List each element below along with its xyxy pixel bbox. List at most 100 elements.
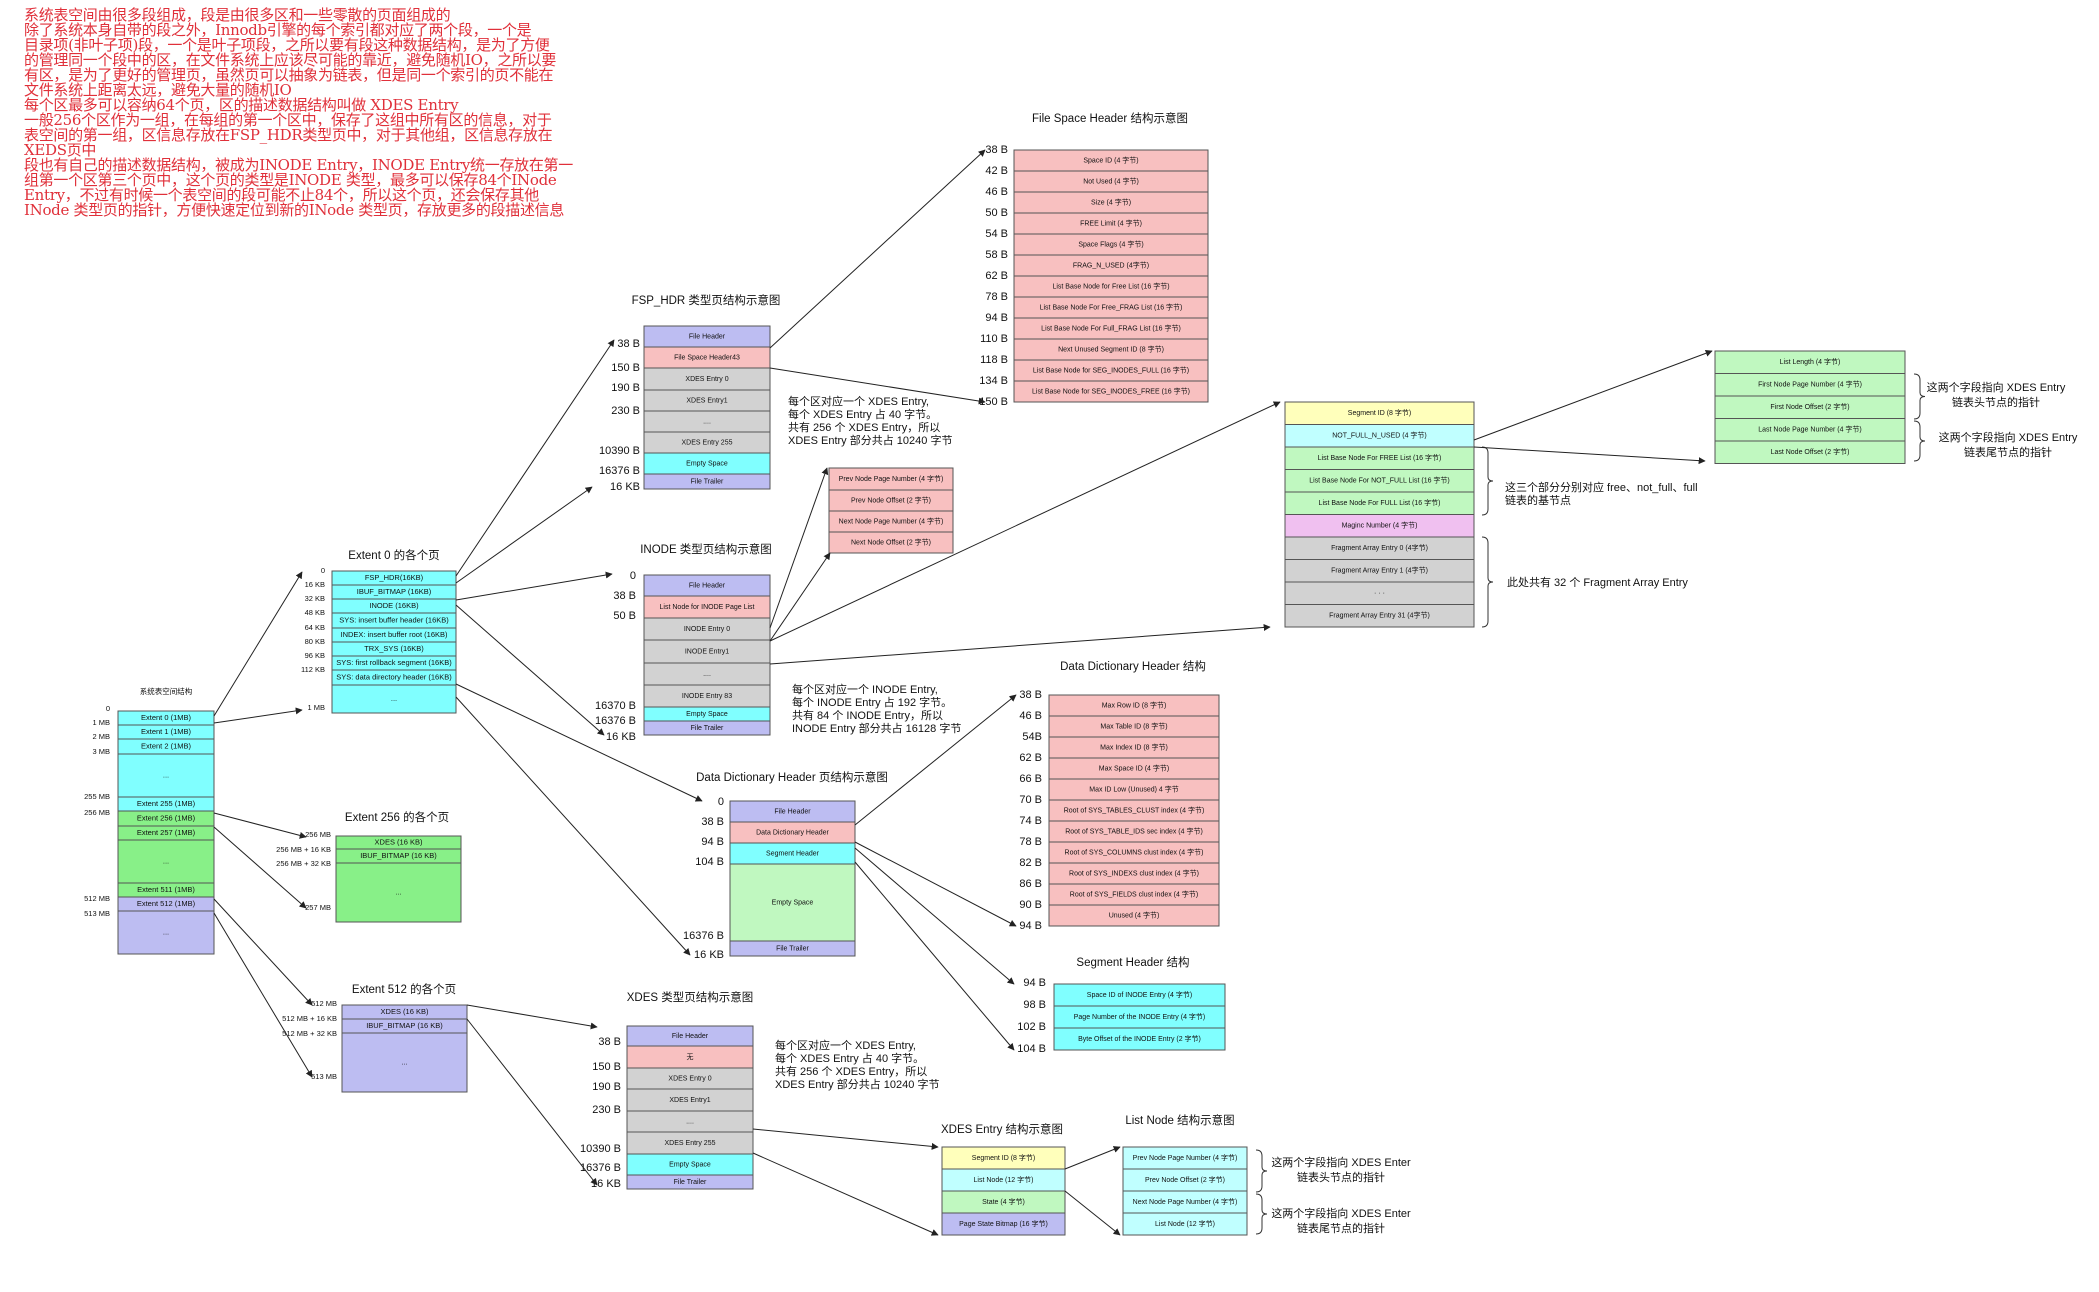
- fsh-row-label: List Base Node For Full_FRAG List (16 字节…: [1041, 323, 1181, 332]
- fsh-offset: 50 B: [985, 207, 1008, 219]
- base-node-brace-tail: [1913, 420, 1926, 462]
- ddh-page-title: Data Dictionary Header 页结构示意图: [696, 770, 888, 784]
- arrow-extent512-xdes-page-end: [466, 1018, 598, 1186]
- fsh-offset: 78 B: [985, 291, 1008, 303]
- xdes-page-note: 每个区对应一个 XDES Entry,: [775, 1038, 916, 1052]
- extent256-row: [335, 862, 462, 923]
- extent256-offset: 256 MB + 32 KB: [276, 859, 331, 868]
- base-node-box: List Length (4 字节)First Node Page Number…: [1714, 350, 1906, 464]
- ddh-page-offset: 0: [718, 796, 724, 808]
- listnode-top-row-label: Prev Node Offset (2 字节): [851, 495, 931, 504]
- fsh-row: [1013, 380, 1209, 403]
- ddh-page-offset: 16376 B: [683, 930, 724, 942]
- xdes-page-row-label: XDES Entry 255: [665, 1140, 716, 1147]
- fsh-row-label: Size (4 字节): [1091, 197, 1131, 206]
- fsh-row-label: Not Used (4 字节): [1083, 176, 1139, 185]
- system-row-label: Extent 511 (1MB): [137, 885, 195, 894]
- inode-row: [643, 720, 771, 736]
- fsh-offset: 54 B: [985, 228, 1008, 240]
- ddh-offset: 74 B: [1019, 815, 1042, 827]
- listnode-top-box: Prev Node Page Number (4 字节)Prev Node Of…: [828, 467, 954, 554]
- system-row-label: Extent 257 (1MB): [137, 828, 196, 837]
- note-line: 文件系统上距离太远，避免大量的随机IO: [24, 81, 292, 99]
- extent0-row-label: SYS: data directory header (16KB): [336, 672, 452, 681]
- extent0-row-label: INODE (16KB): [369, 601, 419, 610]
- ddh-page-offset: 104 B: [695, 856, 724, 868]
- ddh-row-label: Root of SYS_TABLES_CLUST index (4 字节): [1064, 805, 1205, 814]
- extent256-row-label: IBUF_BITMAP (16 KB): [360, 851, 437, 860]
- base-node-row-label: First Node Page Number (4 字节): [1758, 380, 1862, 389]
- base-node-row-label: Last Node Offset (2 字节): [1771, 447, 1850, 456]
- inode-note: 共有 84 个 INODE Entry，所以: [792, 708, 943, 722]
- arrow-system-extent0-end: [213, 707, 303, 724]
- arrow-xdes-entry-listnode-end: [1064, 1190, 1121, 1236]
- fsh-box: Space ID (4 字节)Not Used (4 字节)Size (4 字节…: [1013, 149, 1209, 403]
- xdes-entry-row: [941, 1212, 1066, 1236]
- extent0-offset: 32 KB: [305, 594, 325, 603]
- listnode-brace-head: [1255, 1149, 1268, 1193]
- ddh-row-label: Max Index ID (8 字节): [1100, 742, 1168, 751]
- system-row-label: Extent 1 (1MB): [141, 727, 192, 736]
- inode-row-label: List Node for INODE Page List: [660, 604, 755, 611]
- extent256-title: Extent 256 的各个页: [345, 810, 449, 824]
- arrow-system-extent0: [213, 571, 303, 717]
- xdes-entry-box: Segment ID (8 字节) List Node (12 字节) State …: [941, 1146, 1066, 1236]
- extent0-row-label: IBUF_BITMAP (16KB): [357, 587, 432, 596]
- extent0-row-label: SYS: first rollback segment (16KB): [336, 658, 452, 667]
- fsh-row-label: FRAG_N_USED (4字节): [1073, 260, 1149, 269]
- arrow-ddh-page-ddh-end: [854, 841, 1017, 927]
- inode-entry-row-label: List Base Node For NOT_FULL List (16 字节): [1309, 476, 1450, 485]
- xdes-entry-row-label: State (4 字节): [982, 1197, 1025, 1206]
- xdes-page-row-label: XDES Entry1: [669, 1097, 710, 1104]
- fsh-offset: 58 B: [985, 249, 1008, 261]
- inode-entry-brace-frag: [1481, 536, 1494, 628]
- inode-offset: 0: [630, 570, 636, 582]
- seg-header-offset: 98 B: [1023, 999, 1046, 1011]
- arrow-system-extent256-end: [213, 826, 307, 909]
- xdes-entry-row-label: Page State Bitmap (16 字节): [959, 1219, 1048, 1228]
- fsp-hdr-note: 每个 XDES Entry 占 40 字节。: [788, 407, 937, 421]
- listnode-top-row: [828, 531, 954, 554]
- ddh-offset: 38 B: [1019, 689, 1042, 701]
- inode-row-label: INODE Entry 0: [684, 626, 730, 633]
- extent0-offset: 0: [321, 566, 325, 575]
- ddh-title: Data Dictionary Header 结构: [1060, 659, 1206, 673]
- note-line: 每个区最多可以容纳64个页，区的描述数据结构叫做 XDES Entry: [24, 96, 459, 114]
- listnode-box: Prev Node Page Number (4 字节)Prev Node Of…: [1122, 1146, 1248, 1236]
- extent0-offset: 64 KB: [305, 623, 325, 632]
- xdes-page-offset: 16376 B: [580, 1162, 621, 1174]
- note-line: 目录项(非叶子项)段，一个是叶子项段，之所以要有段这种数据结构，是为了方便: [24, 36, 550, 54]
- ddh-row-label: Max Row ID (8 字节): [1102, 700, 1167, 709]
- fsp-hdr-note: 每个区对应一个 XDES Entry,: [788, 394, 929, 408]
- system-row-label: Extent 256 (1MB): [137, 813, 196, 822]
- base-node-row: [1714, 440, 1906, 464]
- base-node-brace-head: [1913, 373, 1926, 420]
- ddh-row-label: Root of SYS_INDEXS clust index (4 字节): [1069, 868, 1199, 877]
- fsh-offset: 38 B: [985, 144, 1008, 156]
- xdes-entry-row-label: List Node (12 字节): [974, 1175, 1034, 1184]
- ddh-row-label: Max ID Low (Unused) 4 字节: [1089, 784, 1178, 793]
- xdes-entry-row-label: Segment ID (8 字节): [972, 1153, 1035, 1162]
- seg-header-row-label: Page Number of the INODE Entry (4 字节): [1074, 1012, 1206, 1021]
- listnode-row: [1122, 1212, 1248, 1236]
- ddh-page-offset: 38 B: [701, 816, 724, 828]
- listnode-row-label: Next Node Page Number (4 字节): [1133, 1197, 1238, 1206]
- fsp-hdr-note: XDES Entry 部分共占 10240 字节: [788, 433, 952, 447]
- arrow-inode-inode-entry: [769, 401, 1281, 642]
- inode-entry-row-label: Segment ID (8 字节): [1348, 408, 1411, 417]
- listnode-top-row-label: Next Node Offset (2 字节): [851, 537, 931, 546]
- xdes-page-offset: 150 B: [592, 1061, 621, 1073]
- extent0-offset: 112 KB: [301, 665, 325, 674]
- xdes-page-title: XDES 类型页结构示意图: [627, 990, 754, 1004]
- inode-entry-row-label: · · ·: [1374, 590, 1385, 597]
- xdes-page-note: XDES Entry 部分共占 10240 字节: [775, 1077, 939, 1091]
- fsp-hdr-row-label: Empty Space: [686, 460, 728, 467]
- extent0-title: Extent 0 的各个页: [348, 548, 439, 562]
- extent0-row-label: SYS: insert buffer header (16KB): [339, 615, 449, 624]
- inode-offset: 16 KB: [606, 731, 636, 743]
- note-line: 一般256个区作为一组，在每组的第一个区中，保存了这组中所有区的信息，对于: [24, 111, 552, 129]
- ddh-page-row-label: File Trailer: [776, 945, 809, 952]
- inode-row-label: File Trailer: [691, 725, 724, 732]
- listnode-note-head: 链表头节点的指针: [1297, 1170, 1385, 1184]
